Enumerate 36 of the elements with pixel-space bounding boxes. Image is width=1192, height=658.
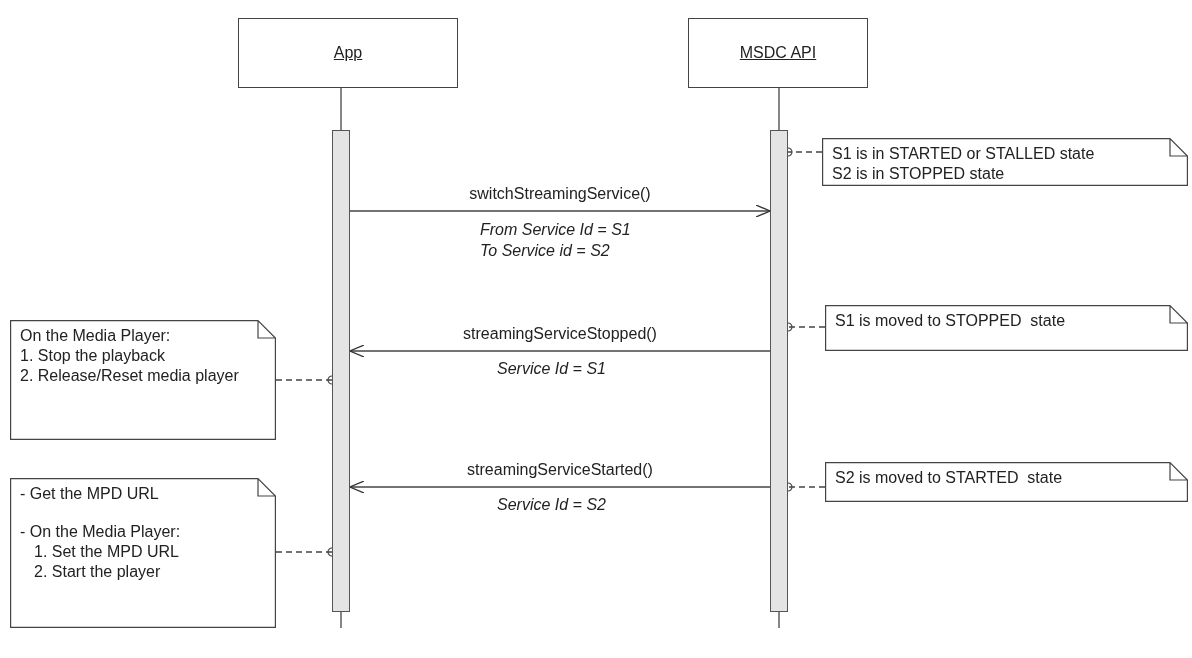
- message-arrow: [349, 204, 771, 218]
- participant-box: [238, 18, 458, 88]
- participant-name: App: [333, 44, 363, 62]
- note-box: [822, 138, 1188, 186]
- parameter-label: From Service Id = S1: [480, 221, 631, 239]
- note-box: [825, 462, 1188, 502]
- note-box: [10, 478, 276, 628]
- parameter-label: To Service id = S2: [480, 242, 610, 260]
- participant-box: [688, 18, 868, 88]
- lifeline: [340, 87, 342, 131]
- note-text: - On the Media Player:: [20, 522, 182, 542]
- edge-label: switchStreamingService(): [467, 185, 653, 203]
- note-text: On the Media Player:: [20, 326, 172, 346]
- note-text: 2. Start the player: [33, 562, 162, 582]
- participant-name: MSDC API: [739, 44, 817, 62]
- edge-label: streamingServiceStarted(): [465, 461, 655, 479]
- note-text: 1. Set the MPD URL: [33, 542, 180, 562]
- lifeline: [778, 87, 780, 131]
- note-text: S2 is moved to STARTED state: [835, 468, 1064, 488]
- activation-bar: [770, 130, 788, 612]
- note-text: S1 is in STARTED or STALLED state: [832, 144, 1096, 164]
- lifeline: [778, 611, 780, 629]
- note-text: 2. Release/Reset media player: [20, 366, 240, 386]
- note-text: - Get the MPD URL: [20, 484, 160, 504]
- lifeline: [340, 611, 342, 629]
- note-text: S2 is in STOPPED state: [832, 164, 1006, 184]
- note-text: S1 is moved to STOPPED state: [835, 311, 1067, 331]
- note-text: 1. Stop the playback: [20, 346, 166, 366]
- activation-bar: [332, 130, 350, 612]
- edge-label: streamingServiceStopped(): [461, 325, 659, 343]
- note-box: [825, 305, 1188, 351]
- message-arrow: [349, 480, 771, 494]
- note-box: [10, 320, 276, 440]
- parameter-label: Service Id = S2: [497, 496, 606, 514]
- message-arrow: [349, 344, 771, 358]
- parameter-label: Service Id = S1: [497, 360, 606, 378]
